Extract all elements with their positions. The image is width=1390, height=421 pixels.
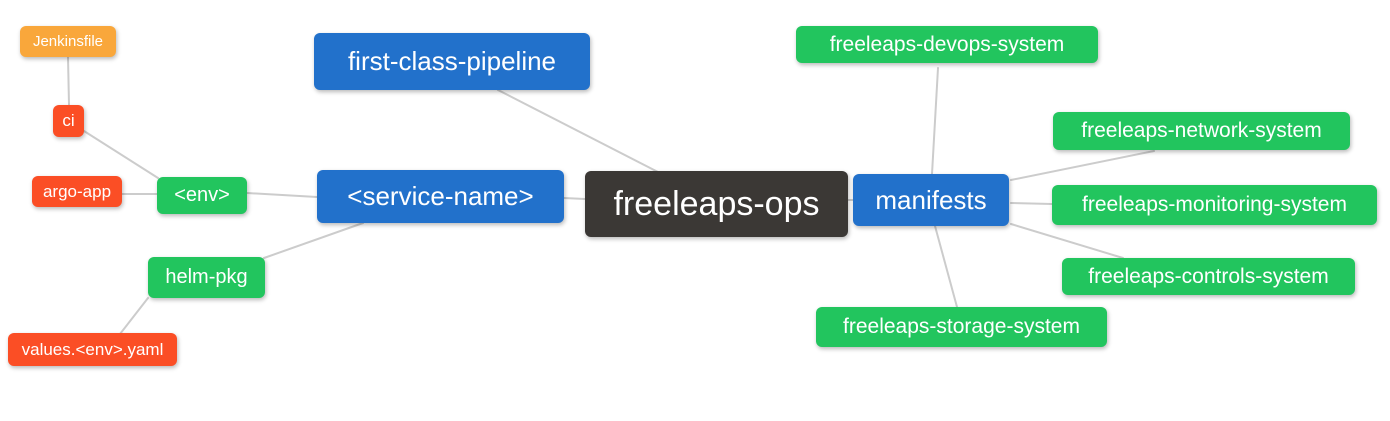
edge-manifests-monitoring bbox=[1010, 202, 1053, 205]
node-first-class-pipeline[interactable]: first-class-pipeline bbox=[314, 33, 590, 90]
edge-service-name-helm-pkg bbox=[263, 222, 364, 259]
edge-jenkinsfile-ci bbox=[67, 56, 70, 106]
node-network-system[interactable]: freeleaps-network-system bbox=[1053, 112, 1350, 150]
node-env[interactable]: <env> bbox=[157, 177, 247, 214]
node-values-env-yaml[interactable]: values.<env>.yaml bbox=[8, 333, 177, 366]
edge-service-name-root bbox=[563, 197, 586, 200]
node-devops-system[interactable]: freeleaps-devops-system bbox=[796, 26, 1098, 63]
edge-pipeline-root bbox=[497, 89, 659, 173]
node-freeleaps-ops-root[interactable]: freeleaps-ops bbox=[585, 171, 848, 237]
node-argo-app[interactable]: argo-app bbox=[32, 176, 122, 207]
node-monitoring-system[interactable]: freeleaps-monitoring-system bbox=[1052, 185, 1377, 225]
node-manifests[interactable]: manifests bbox=[853, 174, 1009, 226]
node-jenkinsfile[interactable]: Jenkinsfile bbox=[20, 26, 116, 57]
node-helm-pkg[interactable]: helm-pkg bbox=[148, 257, 265, 298]
edge-ci-env bbox=[83, 130, 159, 179]
edge-manifests-network bbox=[1010, 150, 1155, 181]
node-ci[interactable]: ci bbox=[53, 105, 84, 137]
edge-manifests-storage bbox=[934, 225, 958, 308]
edge-manifests-devops bbox=[931, 67, 939, 175]
edge-env-service-name bbox=[246, 192, 318, 198]
node-controls-system[interactable]: freeleaps-controls-system bbox=[1062, 258, 1355, 295]
node-service-name[interactable]: <service-name> bbox=[317, 170, 564, 223]
node-storage-system[interactable]: freeleaps-storage-system bbox=[816, 307, 1107, 347]
edge-helm-pkg-values bbox=[119, 297, 149, 335]
edge-manifests-controls bbox=[1010, 223, 1124, 259]
